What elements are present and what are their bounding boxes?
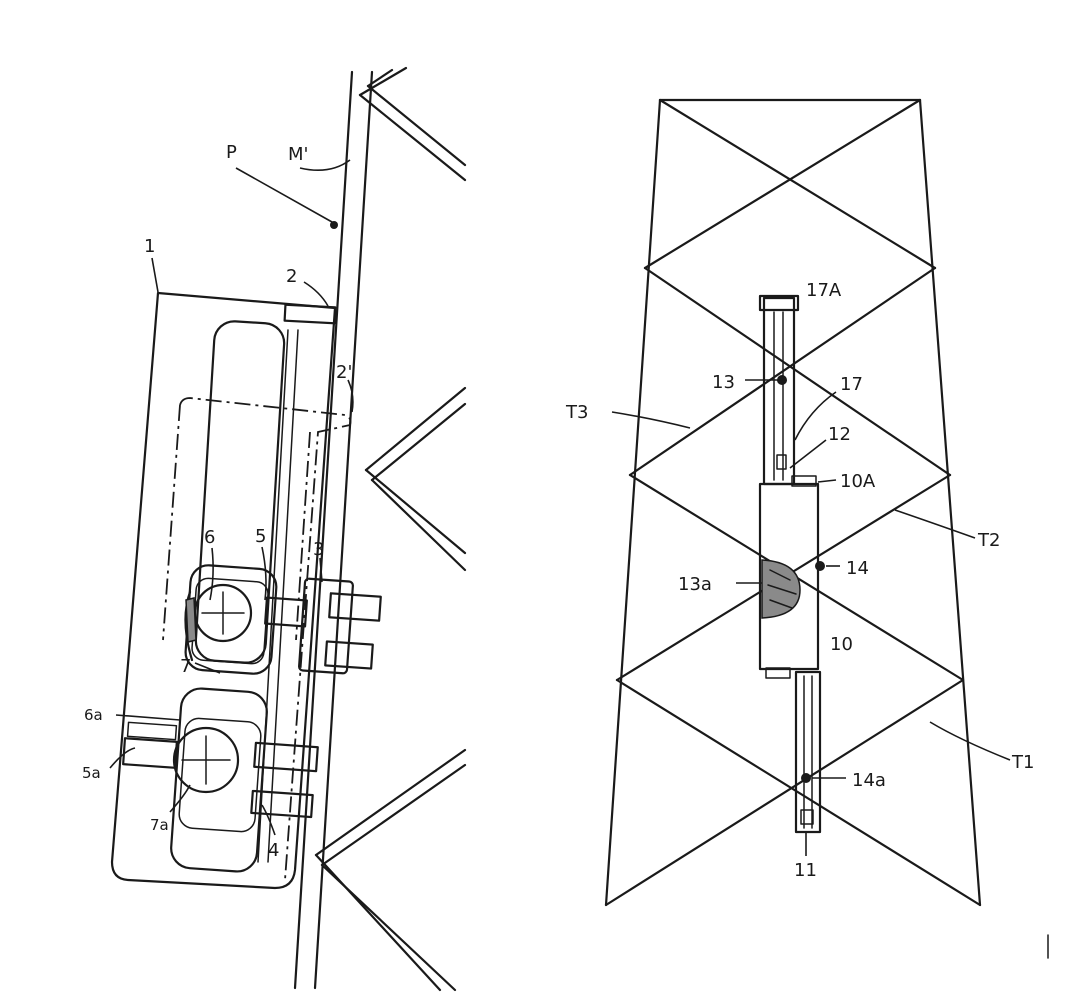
tower-outline xyxy=(604,98,982,907)
dot-14 xyxy=(815,561,825,571)
label-11: 11 xyxy=(794,860,817,881)
frame-1 xyxy=(110,291,337,890)
label-10: 10 xyxy=(830,634,853,655)
label-5a: 5a xyxy=(82,764,101,782)
dot-13 xyxy=(777,375,787,385)
label-7: 7 xyxy=(180,656,191,677)
label-p: P xyxy=(226,142,237,163)
lower-wheel-assembly xyxy=(122,687,319,873)
label-6: 6 xyxy=(204,527,215,548)
label-1: 1 xyxy=(144,236,155,257)
label-2-prime: 2' xyxy=(336,362,352,383)
label-5: 5 xyxy=(255,526,266,547)
carriage-10 xyxy=(758,475,820,679)
point-p-dot xyxy=(330,221,338,229)
element-2 xyxy=(283,303,337,325)
label-t2: T2 xyxy=(977,530,1000,551)
figure-right: 17A 13 17 12 10A T3 T2 13a 14 10 T1 14a … xyxy=(565,98,1034,907)
label-12: 12 xyxy=(828,424,851,445)
label-6a: 6a xyxy=(84,706,103,724)
label-m-prime: M' xyxy=(288,144,308,165)
figure-left: P M' 1 2 2' 3 5 6 7 6a 5a 7a 4 xyxy=(82,66,467,992)
tower-lattice xyxy=(604,98,982,907)
element-3 xyxy=(264,577,382,675)
lower-rail-11 xyxy=(794,670,822,834)
label-14a: 14a xyxy=(852,770,886,791)
dashdot-outline-2-prime xyxy=(179,397,352,881)
hinge-13a xyxy=(761,559,801,619)
label-13: 13 xyxy=(712,372,735,393)
label-t1: T1 xyxy=(1011,752,1034,773)
dot-14a xyxy=(801,773,811,783)
upper-rail-17 xyxy=(758,294,800,486)
label-t3: T3 xyxy=(565,402,588,423)
mast-m-prime xyxy=(293,70,374,990)
upper-wheel-assembly xyxy=(184,564,278,675)
label-7a: 7a xyxy=(150,816,169,834)
left-leaders xyxy=(109,159,354,836)
label-3: 3 xyxy=(313,539,324,560)
label-2: 2 xyxy=(286,266,297,287)
guide-line-b xyxy=(267,329,299,863)
right-leaders xyxy=(611,379,1011,856)
label-17: 17 xyxy=(840,374,863,395)
label-14: 14 xyxy=(846,558,869,579)
lattice-braces xyxy=(314,66,467,992)
label-4: 4 xyxy=(268,840,279,861)
label-17a: 17A xyxy=(806,280,842,301)
label-10a: 10A xyxy=(840,471,876,492)
label-13a: 13a xyxy=(678,574,712,595)
